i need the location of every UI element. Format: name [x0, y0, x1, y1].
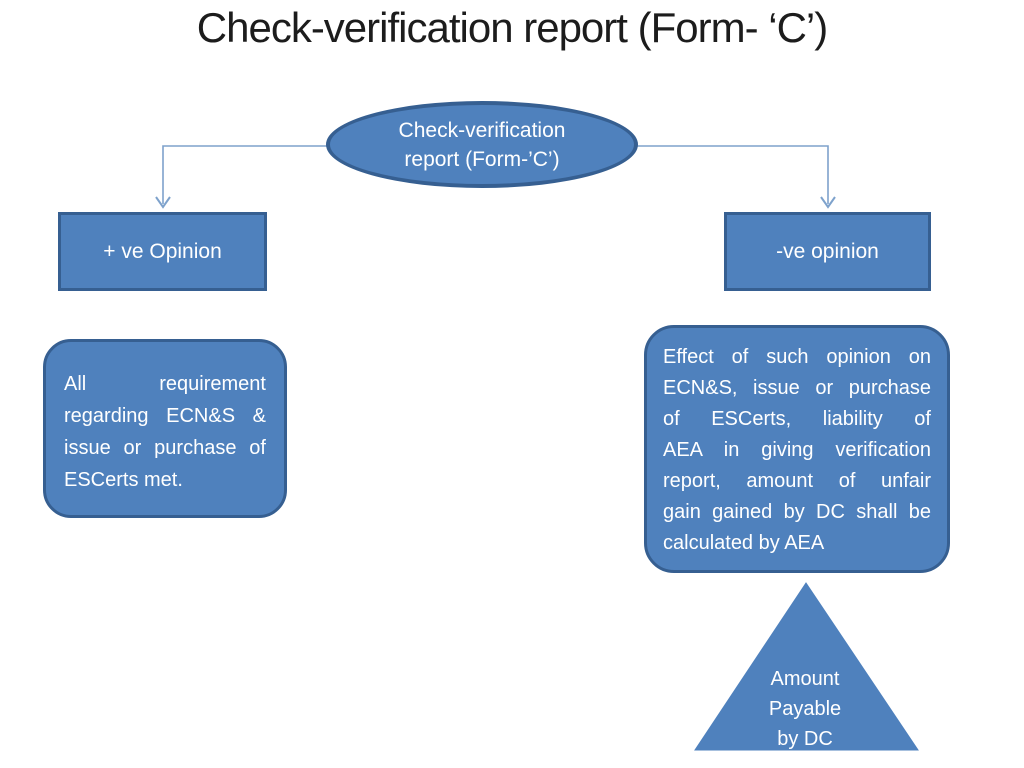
amount-payable-line1: Amount: [770, 668, 840, 690]
negative-opinion-label: -ve opinion: [776, 239, 879, 263]
connector-left-arrow: [155, 145, 327, 209]
root-node-ellipse: Check-verification report (Form-’C’): [326, 101, 638, 188]
connector-right-arrow: [637, 145, 836, 209]
negative-opinion-box: -ve opinion: [724, 212, 931, 291]
root-node-label-line1: Check-verification: [398, 118, 566, 142]
amount-payable-label: Amount Payable by DC: [680, 664, 930, 754]
amount-payable-triangle: [694, 582, 919, 751]
amount-payable-line2: Payable: [768, 698, 842, 720]
positive-opinion-box: + ve Opinion: [58, 212, 267, 291]
slide-title: Check-verification report (Form- ‘C’): [196, 4, 828, 51]
positive-opinion-label: + ve Opinion: [103, 239, 222, 263]
amount-payable-line3: by DC: [777, 728, 833, 750]
root-node-label-line2: report (Form-’C’): [404, 147, 560, 171]
